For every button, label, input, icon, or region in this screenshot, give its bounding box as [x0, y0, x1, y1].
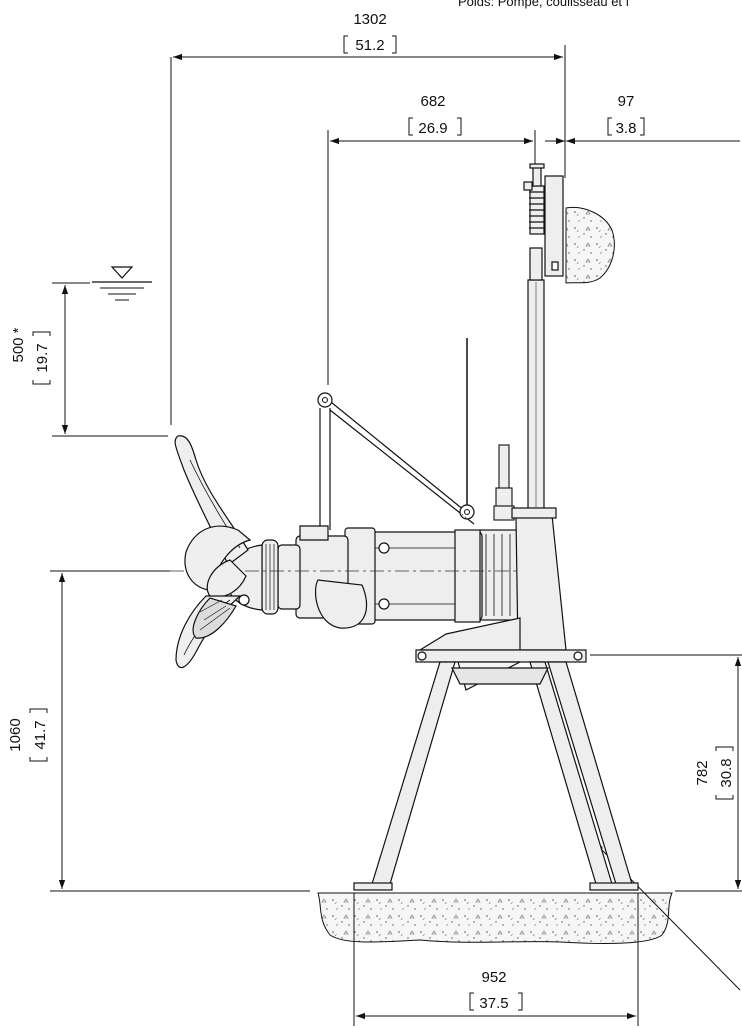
dimension-500-in: 19.7 — [34, 343, 51, 372]
dimension-wall-offset: 97 3.8 — [545, 93, 740, 145]
motor-housing — [225, 525, 523, 629]
dimension-952-in: 37.5 — [479, 995, 508, 1012]
guide-rail — [523, 163, 564, 511]
dimension-1060-mm: 1060 — [7, 718, 24, 751]
dimension-952-mm: 952 — [481, 969, 506, 986]
wall-concrete-block — [565, 206, 615, 284]
lifting-chain — [317, 338, 475, 530]
dimension-1060-in: 41.7 — [32, 720, 49, 749]
dimension-782-in: 30.8 — [718, 758, 735, 787]
water-level-symbol — [92, 266, 152, 301]
dimension-682-in: 26.9 — [418, 120, 447, 137]
dimension-base-width: 952 37.5 — [353, 893, 639, 1026]
cable-gland — [493, 444, 515, 521]
dimension-97-mm: 97 — [618, 93, 635, 110]
mounting-stand — [353, 507, 639, 891]
concrete-foundation — [317, 892, 673, 944]
dimension-overall-width: 1302 51.2 — [170, 11, 566, 425]
dimension-stand-height: 782 30.8 — [590, 654, 742, 889]
weight-note: Poids: Pompe, coulisseau et f — [458, 0, 630, 9]
dimension-axis-height: 1060 41.7 — [7, 570, 170, 889]
dimension-682-mm: 682 — [420, 93, 445, 110]
dimension-782-mm: 782 — [694, 760, 711, 785]
dimension-1302-in: 51.2 — [355, 37, 384, 54]
dimension-hoist-to-wall: 682 26.9 — [327, 93, 536, 385]
dimension-submergence: 500 * 19.7 — [10, 282, 168, 437]
dimension-500-mm: 500 * — [10, 327, 27, 362]
dimension-97-in: 3.8 — [616, 120, 637, 137]
propeller — [174, 435, 252, 669]
dimension-1302-mm: 1302 — [353, 11, 386, 28]
